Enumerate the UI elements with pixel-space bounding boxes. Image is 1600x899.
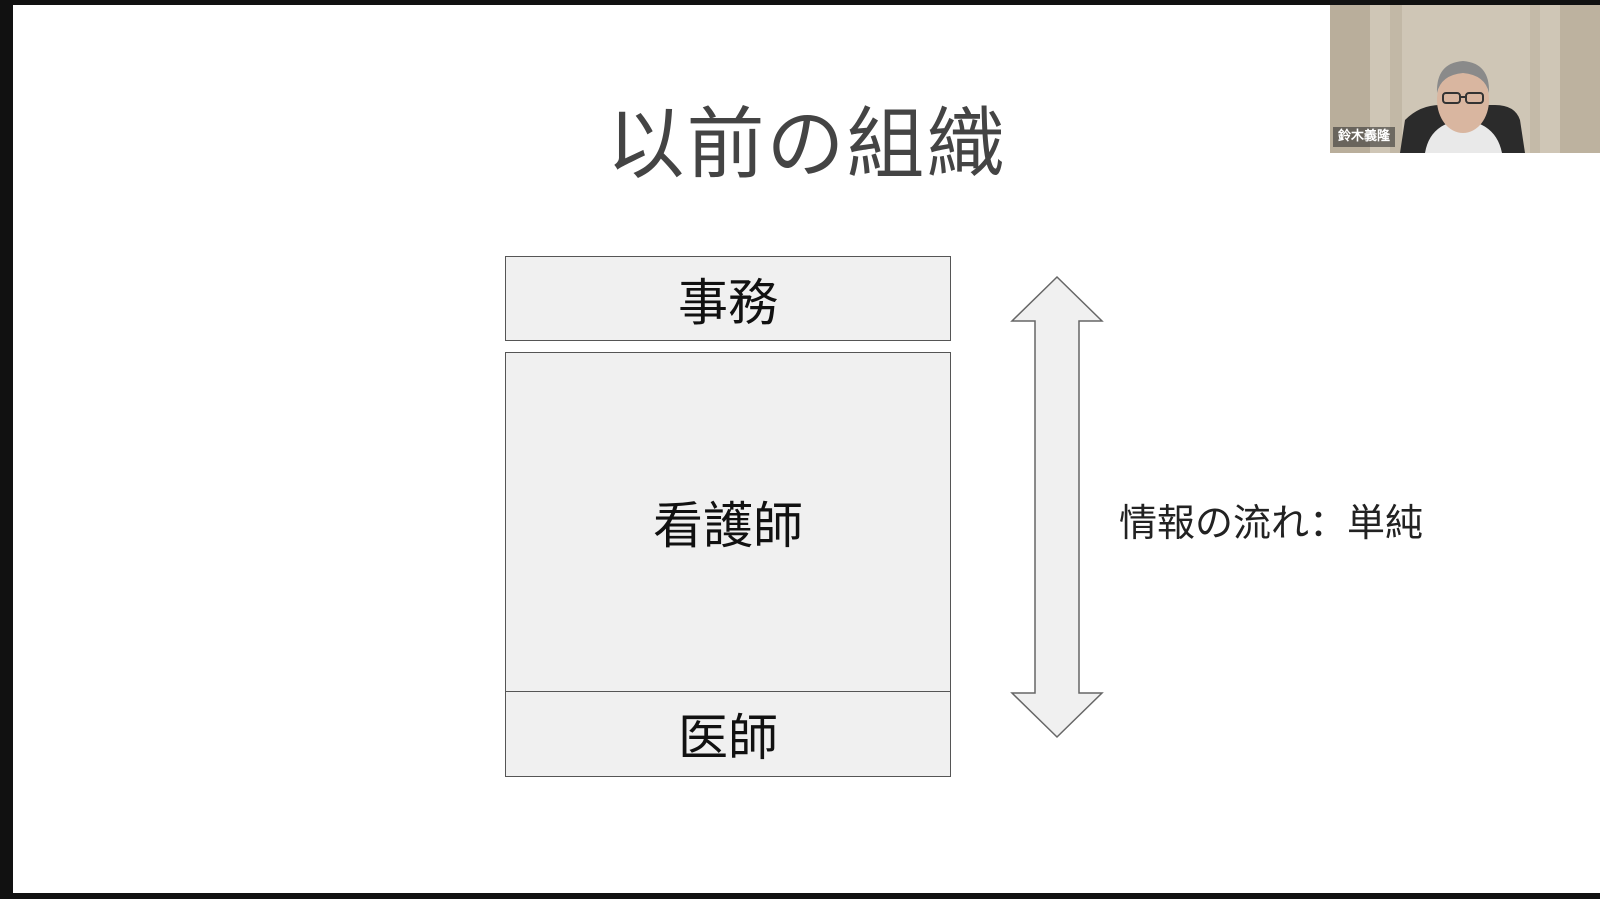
- participant-video-tile[interactable]: 鈴木義隆: [1330, 5, 1600, 153]
- double-vertical-arrow-icon: [1010, 275, 1104, 739]
- information-flow-label: 情報の流れ：単純: [1119, 501, 1424, 545]
- presentation-slide: 以前の組織 事務 看護師 医師 情報の流れ：単純: [13, 5, 1600, 893]
- org-box-admin-label: 事務: [678, 273, 778, 332]
- org-box-doctor: 医師: [505, 691, 951, 777]
- participant-name-tag: 鈴木義隆: [1333, 127, 1396, 147]
- slide-title: 以前の組織: [606, 100, 1007, 190]
- org-box-nurse: 看護師: [505, 352, 951, 692]
- org-box-nurse-label: 看護師: [653, 497, 803, 555]
- org-box-admin: 事務: [505, 256, 951, 341]
- org-box-doctor-label: 医師: [678, 709, 778, 767]
